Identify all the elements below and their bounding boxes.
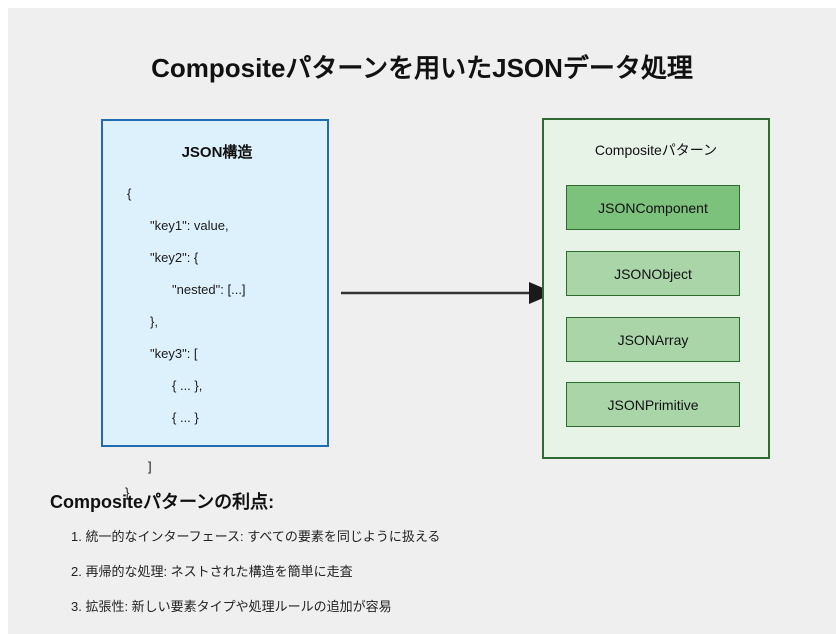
json-code-line: { ... }, [172, 378, 203, 393]
page-title: Compositeパターンを用いたJSONデータ処理 [151, 53, 693, 83]
json-code-overflow-bracket: ] [148, 459, 152, 474]
json-structure-box: JSON構造 { "key1": value, "key2": { "neste… [101, 119, 329, 447]
json-code-line: { [127, 186, 132, 201]
json-code-line: "key3": [ [150, 346, 198, 361]
json-code-overflow-brace: } [125, 485, 130, 500]
slide-canvas: Compositeパターンを用いたJSONデータ処理 JSON構造 { "key… [8, 8, 836, 634]
pattern-item-jsonprimitive[interactable]: JSONPrimitive [566, 382, 740, 427]
composite-pattern-title: Compositeパターン [594, 142, 718, 158]
pattern-item-jsoncomponent[interactable]: JSONComponent [566, 185, 740, 230]
pattern-item-jsonobject[interactable]: JSONObject [566, 251, 740, 296]
json-code-line: "key1": value, [150, 218, 229, 233]
json-code-line: }, [150, 314, 158, 329]
json-code-line: "nested": [...] [172, 282, 246, 297]
benefit-list-item: 2. 再帰的な処理: ネストされた構造を簡単に走査 [71, 564, 353, 579]
composite-pattern-box: Compositeパターン JSONComponent JSONObject J… [542, 118, 770, 459]
flow-arrow-icon [341, 282, 555, 304]
json-code-line: "key2": { [150, 250, 199, 265]
json-structure-title: JSON構造 [181, 144, 253, 161]
benefit-list-item: 1. 統一的なインターフェース: すべての要素を同じように扱える [71, 529, 441, 544]
json-code-block: { "key1": value, "key2": { "nested": [..… [103, 178, 331, 434]
benefit-list-item: 3. 拡張性: 新しい要素タイプや処理ルールの追加が容易 [71, 599, 392, 614]
benefits-heading: Compositeパターンの利点: [50, 492, 275, 512]
pattern-item-jsonarray[interactable]: JSONArray [566, 317, 740, 362]
json-code-line: { ... } [172, 410, 199, 425]
